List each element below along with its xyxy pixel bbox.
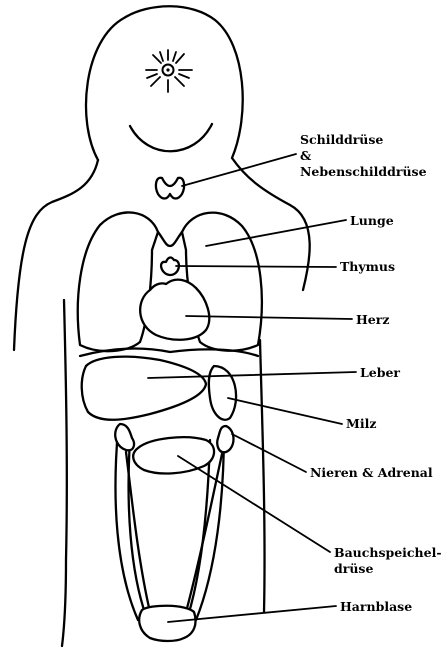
label-bladder: Harnblase [340,599,412,614]
right-kidney-shape [217,426,233,452]
bladder-shape [139,606,195,641]
leader-pancreas [178,456,330,552]
label-pancreas-line2: drüse [334,561,373,576]
label-thymus: Thymus [340,259,395,274]
label-lungs: Lunge [350,213,394,228]
label-heart: Herz [356,312,389,327]
label-liver: Leber [360,365,400,380]
right-side-outline [260,340,265,612]
label-spleen: Milz [346,416,376,431]
left-kidney-shape [115,424,134,450]
label-pancreas-line1: Bauchspeichel- [334,545,441,560]
jaw-arc [130,124,212,151]
left-lung-shape [78,212,158,351]
thyroid-shape [156,178,184,199]
star-symbol [146,50,192,92]
leader-kidneys [232,434,306,472]
label-thyroid-line3: Nebenschilddrüse [300,164,427,179]
leader-thymus [176,266,336,267]
liver-shape [82,357,206,420]
leader-thyroid [182,154,296,186]
label-kidneys: Nieren & Adrenal [310,465,433,480]
pancreas-shape [133,437,214,473]
left-side-outline [62,300,67,646]
spleen-shape [209,366,236,420]
label-thyroid-line2: & [300,148,312,163]
leader-spleen [228,398,342,424]
trachea-shape [158,232,182,246]
label-thyroid-line1: Schilddrüse [300,132,383,147]
